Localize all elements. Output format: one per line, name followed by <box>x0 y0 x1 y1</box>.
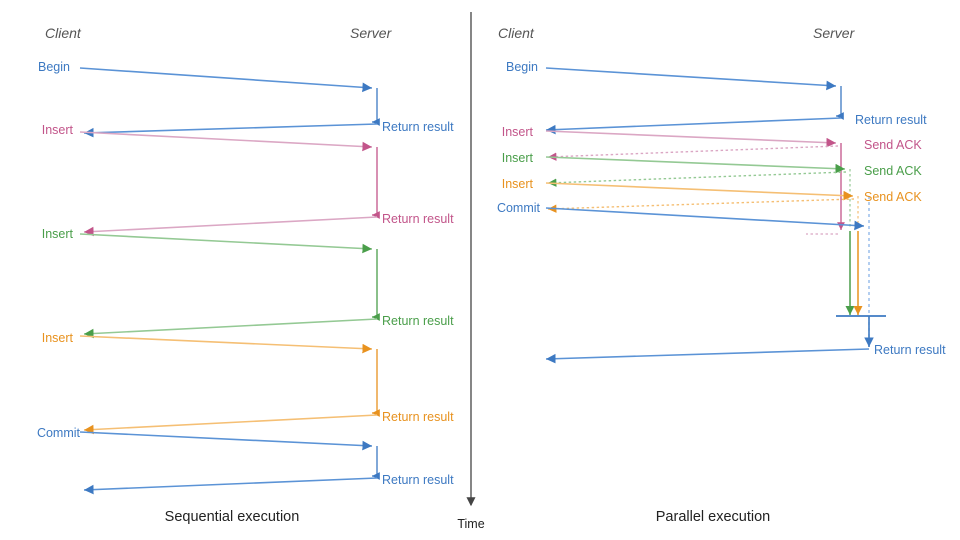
left-msg-begin <box>79 67 380 138</box>
right-msg-insert-2 <box>545 156 855 315</box>
left-panel-caption: Sequential execution <box>165 509 300 525</box>
right-client-label-4: Commit <box>497 201 541 215</box>
left-panel: Client Server <box>37 25 454 525</box>
right-server-label-3: Send ACK <box>864 190 922 204</box>
right-client-label-2: Insert <box>502 151 534 165</box>
right-client-label-1: Insert <box>502 125 534 139</box>
left-client-label-3: Insert <box>42 331 74 345</box>
left-client-header: Client <box>45 25 82 41</box>
right-panel: Client Server <box>497 25 946 525</box>
right-msg-insert-3 <box>545 182 863 315</box>
right-panel-caption: Parallel execution <box>656 509 770 525</box>
right-msg-insert-1 <box>545 130 845 235</box>
right-msg-commit <box>545 196 886 364</box>
right-server-label-1: Send ACK <box>864 138 922 152</box>
left-client-label-0: Begin <box>38 60 70 74</box>
left-server-label-2: Return result <box>382 314 454 328</box>
left-msg-insert-3 <box>79 335 380 435</box>
right-server-header: Server <box>813 25 856 41</box>
right-msg-begin <box>545 67 844 135</box>
right-client-label-3: Insert <box>502 177 534 191</box>
right-server-labels: Return result Send ACK Send ACK Send ACK… <box>855 113 946 357</box>
right-client-header: Client <box>498 25 535 41</box>
left-client-labels: Begin Insert Insert Insert Commit <box>37 60 81 440</box>
right-server-label-4: Return result <box>874 343 946 357</box>
left-msg-insert-1 <box>79 131 380 237</box>
left-client-label-1: Insert <box>42 123 74 137</box>
right-client-labels: Begin Insert Insert Insert Commit <box>497 60 541 215</box>
left-server-label-4: Return result <box>382 473 454 487</box>
right-server-label-0: Return result <box>855 113 927 127</box>
left-msg-commit <box>79 431 380 495</box>
left-server-label-1: Return result <box>382 212 454 226</box>
time-axis-label: Time <box>457 517 484 531</box>
left-server-header: Server <box>350 25 393 41</box>
left-client-label-4: Commit <box>37 426 81 440</box>
right-server-label-2: Send ACK <box>864 164 922 178</box>
left-server-labels: Return result Return result Return resul… <box>382 120 454 487</box>
left-msg-insert-2 <box>79 233 380 339</box>
left-server-label-0: Return result <box>382 120 454 134</box>
left-client-label-2: Insert <box>42 227 74 241</box>
left-server-label-3: Return result <box>382 410 454 424</box>
right-client-label-0: Begin <box>506 60 538 74</box>
